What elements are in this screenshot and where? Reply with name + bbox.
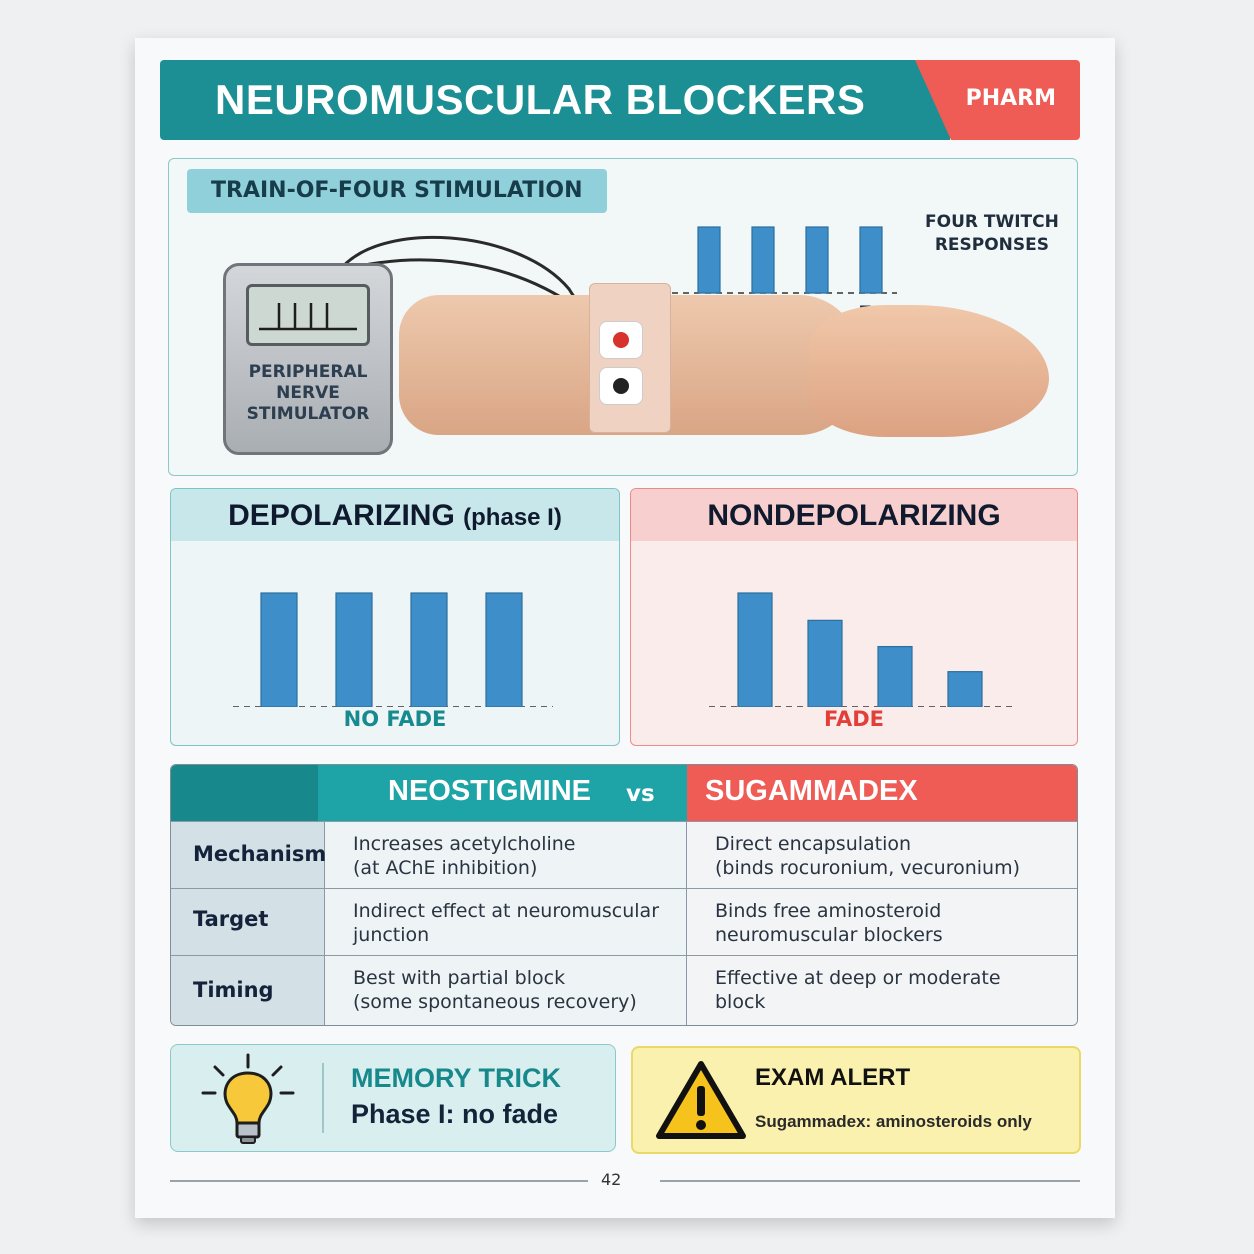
- memory-trick-box: MEMORY TRICK Phase I: no fade: [170, 1044, 616, 1152]
- twitch-bar-t1: [260, 592, 298, 707]
- electrode-pad-red: [599, 321, 643, 359]
- twitch-bar-t4: [485, 592, 523, 707]
- cell-line: Effective at deep or moderate: [715, 967, 1001, 989]
- lightbulb-icon: [201, 1053, 295, 1144]
- cell-line: Indirect effect at neuromuscular: [353, 900, 660, 922]
- neostigmine-header: NEOSTIGMINE vs: [318, 765, 687, 821]
- twitch-bar-t2: [751, 226, 775, 294]
- twitch-bar-t2: [807, 619, 843, 707]
- twitch-bar-t4: [859, 226, 883, 294]
- exam-alert-title: EXAM ALERT: [755, 1064, 911, 1091]
- comparison-table: NEOSTIGMINE vs SUGAMMADEX Mechanism Incr…: [170, 764, 1078, 1026]
- exam-alert-box: EXAM ALERT Sugammadex: aminosteroids onl…: [631, 1046, 1081, 1154]
- sugammadex-cell: Direct encapsulation (binds rocuronium, …: [687, 822, 1077, 889]
- nondepolarizing-title: NONDEPOLARIZING: [631, 489, 1077, 541]
- row-header-label: Target: [193, 907, 269, 931]
- cell-line: Increases acetylcholine: [353, 833, 576, 855]
- cell-line: Direct encapsulation: [715, 833, 912, 855]
- header-teal-band: [160, 60, 950, 140]
- neostigmine-title: NEOSTIGMINE: [388, 775, 592, 807]
- footer-rule-right: [660, 1180, 1080, 1182]
- row-header-label: Timing: [193, 978, 274, 1002]
- neostigmine-cell: Indirect effect at neuromuscular junctio…: [325, 889, 687, 956]
- twitch-bar-t2: [335, 592, 373, 707]
- neostigmine-cell: Increases acetylcholine (at AChE inhibit…: [325, 822, 687, 889]
- stimulator-label-line1: PERIPHERAL: [248, 362, 368, 382]
- stimulator-screen: [246, 284, 370, 346]
- depolarizing-heading: DEPOLARIZING: [228, 499, 455, 532]
- page-title: NEUROMUSCULAR BLOCKERS: [215, 76, 866, 123]
- category-tag: PHARM: [965, 86, 1056, 111]
- page-number: 42: [601, 1170, 622, 1189]
- depolarizing-title: DEPOLARIZING (phase I): [171, 489, 619, 541]
- sugammadex-header: SUGAMMADEX: [687, 765, 1077, 821]
- cell-line: Binds free aminosteroid: [715, 900, 942, 922]
- footer-rule-left: [170, 1180, 588, 1182]
- stimulator-label: PERIPHERAL NERVE STIMULATOR: [226, 362, 390, 425]
- row-header: Timing: [171, 956, 325, 1025]
- peripheral-nerve-stimulator: PERIPHERAL NERVE STIMULATOR: [223, 263, 393, 455]
- worksheet-page: NEUROMUSCULAR BLOCKERS PHARM TRAIN-OF-FO…: [135, 38, 1115, 1218]
- twitch-bar-t1: [697, 226, 721, 294]
- memory-divider: [322, 1063, 324, 1133]
- cell-line: neuromuscular blockers: [715, 924, 943, 946]
- black-electrode-icon: [613, 378, 629, 394]
- twitch-caption: FOUR TWITCH RESPONSES: [925, 211, 1059, 257]
- table-header-corner: [171, 765, 318, 821]
- table-row-mechanism: Mechanism Increases acetylcholine (at AC…: [171, 821, 1077, 889]
- row-header: Mechanism: [171, 822, 327, 889]
- stimulator-label-line2: NERVE: [276, 383, 340, 403]
- page-header: NEUROMUSCULAR BLOCKERS PHARM: [160, 60, 1080, 140]
- exam-alert-text: Sugammadex: aminosteroids only: [755, 1112, 1032, 1131]
- twitch-bar-t3: [877, 645, 913, 707]
- versus-label: vs: [626, 781, 655, 807]
- warning-icon: [656, 1061, 746, 1139]
- table-row-target: Target Indirect effect at neuromuscular …: [171, 888, 1077, 956]
- stimulator-label-line3: STIMULATOR: [246, 404, 370, 424]
- depolarizing-panel: DEPOLARIZING (phase I) T1T2T3T4 NO FADE: [170, 488, 620, 746]
- nondepolarizing-bar-chart: T1T2T3T4: [709, 592, 1013, 707]
- cell-line: (some spontaneous recovery): [353, 991, 637, 1013]
- electrode-pad-black: [599, 367, 643, 405]
- memory-trick-title: MEMORY TRICK: [351, 1063, 562, 1093]
- row-header: Target: [171, 889, 325, 956]
- cell-line: block: [715, 991, 766, 1013]
- neostigmine-cell: Best with partial block (some spontaneou…: [325, 956, 687, 1025]
- cell-line: (binds rocuronium, vecuronium): [715, 857, 1020, 879]
- table-row-timing: Timing Best with partial block (some spo…: [171, 955, 1077, 1025]
- memory-trick-text: Phase I: no fade: [351, 1099, 559, 1129]
- twitch-caption-line1: FOUR TWITCH: [925, 212, 1059, 232]
- twitch-bar-t3: [805, 226, 829, 294]
- red-electrode-icon: [613, 332, 629, 348]
- twitch-bar-t4: [947, 671, 983, 707]
- depolarizing-phase: (phase I): [463, 504, 562, 531]
- twitch-caption-line2: RESPONSES: [934, 235, 1050, 255]
- cell-line: junction: [353, 924, 430, 946]
- nondepolarizing-panel: NONDEPOLARIZING T1T2T3T4 FADE: [630, 488, 1078, 746]
- sugammadex-cell: Binds free aminosteroid neuromuscular bl…: [687, 889, 1077, 956]
- cell-line: Best with partial block: [353, 967, 566, 989]
- no-fade-label: NO FADE: [343, 707, 447, 731]
- twitch-bar-t1: [737, 592, 773, 707]
- depolarizing-bar-chart: T1T2T3T4: [233, 592, 553, 707]
- cell-line: (at AChE inhibition): [353, 857, 538, 879]
- section-label: TRAIN-OF-FOUR STIMULATION: [187, 169, 607, 213]
- hand-illustration: [809, 305, 1049, 437]
- fade-label: FADE: [824, 707, 884, 731]
- row-header-label: Mechanism: [193, 842, 327, 866]
- table-header: NEOSTIGMINE vs SUGAMMADEX: [171, 765, 1077, 821]
- train-of-four-panel: TRAIN-OF-FOUR STIMULATION T1T2T3T4 FOUR …: [168, 158, 1078, 476]
- twitch-bar-t3: [410, 592, 448, 707]
- sugammadex-title: SUGAMMADEX: [705, 775, 918, 807]
- sugammadex-cell: Effective at deep or moderate block: [687, 956, 1077, 1025]
- pulse-wave-icon: [259, 303, 357, 331]
